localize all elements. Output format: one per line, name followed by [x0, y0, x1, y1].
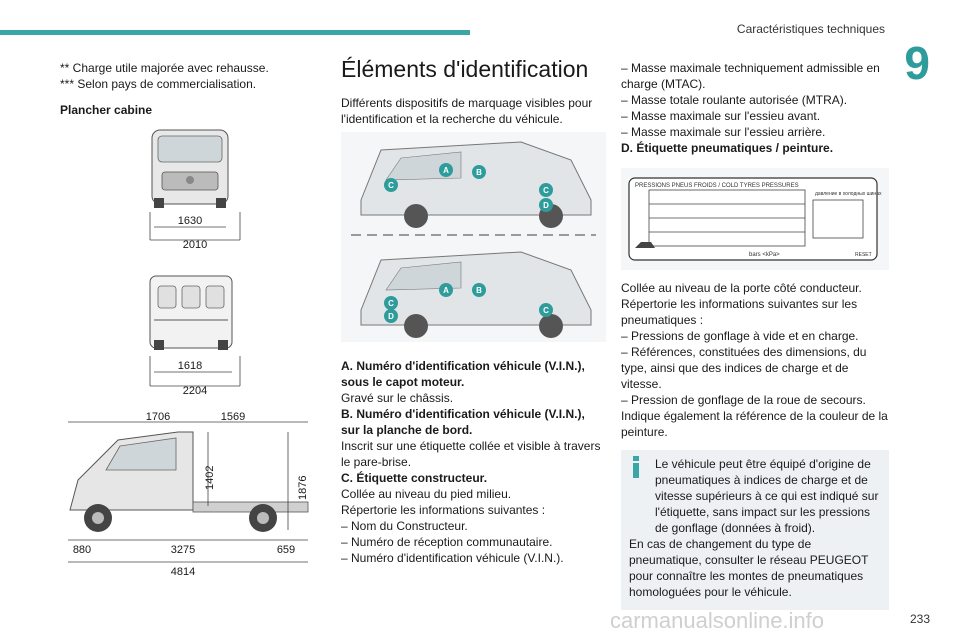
tyre-label-units: bars <kPa> [749, 252, 780, 258]
dim-front-total: 2010 [183, 239, 207, 250]
tyre-info-list: Pressions de gonflage à vide et en charg… [621, 328, 889, 408]
item-b-title: B. Numéro d'identification véhicule (V.I… [341, 407, 585, 437]
list-item: Masse totale roulante autorisée (MTRA). [621, 92, 889, 108]
dim-front-width: 1630 [178, 215, 202, 227]
item-c-text1: Collée au niveau du pied milieu. [341, 487, 512, 501]
badge-b-top: B [476, 168, 482, 177]
column-identification: Éléments d'identification Différents dis… [341, 55, 606, 127]
list-item: Masse maximale techniquement admissible … [621, 60, 889, 92]
badge-c-bottom-right: C [543, 306, 549, 315]
info-text2: En cas de changement du type de pneumati… [629, 537, 869, 599]
item-b-text: Inscrit sur une étiquette collée et visi… [341, 439, 601, 469]
page-number: 233 [909, 612, 930, 626]
badge-c-top-right: C [543, 186, 549, 195]
item-c-text2: Répertorie les informations suivantes : [341, 503, 546, 517]
badge-d-bottom: D [388, 312, 394, 321]
tyre-text3: Indique également la référence de la cou… [621, 409, 888, 439]
header-title: Caractéristiques techniques [736, 22, 885, 36]
info-text1: Le véhicule peut être équipé d'origine d… [655, 457, 879, 535]
dim-side-rear-overhang: 659 [277, 544, 295, 556]
badge-c-bottom: C [388, 299, 394, 308]
badge-a-bottom: A [443, 286, 449, 295]
list-item: Nom du Constructeur. [341, 518, 606, 534]
list-item: Masse maximale sur l'essieu arrière. [621, 124, 889, 140]
tyre-label-header: PRESSIONS PNEUS FROIDS / COLD TYRES PRES… [635, 183, 799, 189]
badge-b-bottom: B [476, 286, 482, 295]
note-country: *** Selon pays de commercialisation. [60, 77, 257, 91]
tyre-label-figure: PRESSIONS PNEUS FROIDS / COLD TYRES PRES… [621, 168, 889, 270]
item-a-text: Gravé sur le châssis. [341, 391, 454, 405]
intro-text: Différents dispositifs de marquage visib… [341, 96, 593, 126]
dim-side-height-platform: 1402 [204, 466, 216, 490]
item-c-list: Nom du Constructeur. Numéro de réception… [341, 518, 606, 566]
dim-side-height-total: 1876 [297, 476, 309, 500]
item-a-title: A. Numéro d'identification véhicule (V.I… [341, 359, 585, 389]
list-item: Numéro de réception communautaire. [341, 534, 606, 550]
watermark: carmanualsonline.info [610, 608, 825, 633]
dim-rear-total: 2204 [183, 385, 207, 395]
list-item: Pressions de gonflage à vide et en charg… [621, 328, 889, 344]
dim-side-front-overhang: 880 [73, 544, 91, 556]
note-payload: ** Charge utile majorée avec rehausse. [60, 61, 269, 75]
badge-c-top-left: C [388, 181, 394, 190]
badge-d-top: D [543, 201, 549, 210]
subtitle-plancher-cabine: Plancher cabine [60, 103, 153, 117]
list-item: Références, constituées des dimensions, … [621, 344, 889, 392]
chapter-number: 9 [904, 37, 930, 89]
identification-figure: A B C C D A B C D C [341, 132, 606, 342]
rear-view-figure: 1618 2204 [149, 275, 241, 395]
section-title: Éléments d'identification [341, 56, 589, 82]
dim-rear-width: 1618 [178, 360, 202, 372]
dim-side-cab: 1706 [146, 411, 170, 423]
info-icon [633, 456, 639, 478]
front-view-figure: 1630 2010 [149, 129, 241, 250]
tyre-text2: Répertorie les informations suivantes su… [621, 297, 858, 327]
tyre-label-description: Collée au niveau de la porte côté conduc… [621, 280, 889, 610]
identification-items: A. Numéro d'identification véhicule (V.I… [341, 358, 606, 566]
info-box: Le véhicule peut être équipé d'origine d… [621, 450, 889, 610]
item-d-title: D. Étiquette pneumatiques / peinture. [621, 141, 834, 155]
column-labels: Masse maximale techniquement admissible … [621, 60, 889, 156]
side-view-figure: 1706 1569 1402 1876 880 3275 659 4814 [68, 411, 309, 578]
tyre-label-header-ru: давление в холодных шинах [815, 191, 882, 197]
list-item: Pression de gonflage de la roue de secou… [621, 392, 889, 408]
dim-side-platform: 1569 [221, 411, 245, 423]
mass-list: Masse maximale techniquement admissible … [621, 60, 889, 140]
dim-side-total-length: 4814 [171, 566, 195, 578]
list-item: Numéro d'identification véhicule (V.I.N.… [341, 550, 606, 566]
tyre-text1: Collée au niveau de la porte côté conduc… [621, 281, 862, 295]
badge-a-top: A [443, 166, 449, 175]
header-accent-bar [0, 30, 470, 35]
dim-side-wheelbase: 3275 [171, 544, 195, 556]
item-c-title: C. Étiquette constructeur. [341, 471, 488, 485]
tyre-label-reset: RESET [855, 252, 872, 258]
column-dimensions: ** Charge utile majorée avec rehausse. *… [60, 60, 300, 118]
list-item: Masse maximale sur l'essieu avant. [621, 108, 889, 124]
